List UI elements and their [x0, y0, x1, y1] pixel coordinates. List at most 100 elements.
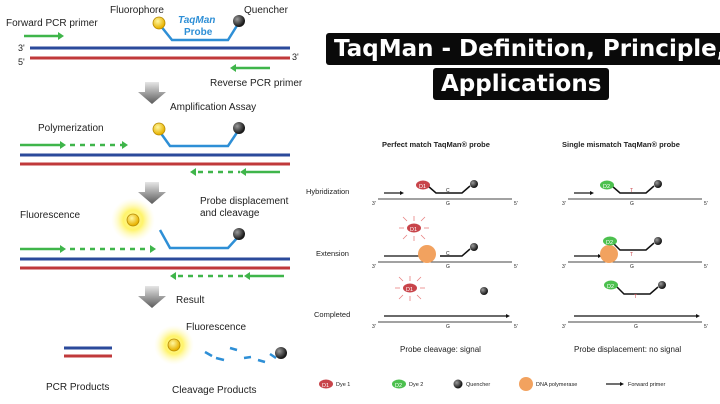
svg-text:Quencher: Quencher: [466, 382, 490, 388]
fluorescence-label-2: Fluorescence: [186, 322, 246, 333]
svg-text:G: G: [446, 324, 450, 330]
cleavage-products-label: Cleavage Products: [172, 385, 257, 396]
row-hybridization-label: Hybridization: [306, 187, 349, 196]
reverse-ext3-arrowhead: [170, 272, 176, 280]
svg-text:C: C: [446, 251, 450, 257]
svg-text:Dye 1: Dye 1: [336, 382, 350, 388]
svg-text:3': 3': [562, 324, 566, 330]
svg-text:T: T: [630, 252, 633, 258]
probe-fragments: [204, 346, 277, 364]
probe-strand-3: [158, 229, 239, 250]
polymerization-arrowhead: [60, 141, 66, 149]
result-fluorophore-icon: [167, 338, 181, 352]
fluorophore-icon: [152, 16, 166, 30]
legend: D1 Dye 1 D2 Dye 2 Quencher DNA polymeras…: [319, 377, 665, 391]
legend-dye2-icon: [392, 379, 406, 389]
svg-text:3': 3': [562, 264, 566, 270]
perfect-hybridization: 3' 5' D1 C G: [372, 180, 518, 207]
mismatch-header: Single mismatch TaqMan® probe: [562, 140, 680, 149]
svg-text:5': 5': [704, 201, 708, 207]
svg-text:T: T: [634, 294, 637, 300]
result-quencher-icon: [275, 347, 287, 359]
legend-dye1-icon: [319, 379, 333, 389]
pcr-products-label: PCR Products: [46, 382, 109, 393]
polymerase-icon: [418, 245, 436, 263]
forward-primer-arrowhead: [58, 32, 64, 40]
probe-strand: [159, 23, 240, 42]
reverse-primer3-arrowhead: [244, 272, 250, 280]
svg-text:5': 5': [514, 201, 518, 207]
svg-text:C: C: [446, 188, 450, 194]
svg-text:D1: D1: [410, 227, 417, 233]
strand-5prime-label: 5': [18, 57, 25, 67]
svg-text:5': 5': [704, 264, 708, 270]
taqman-probe-label-1: TaqMan: [178, 15, 215, 26]
svg-text:G: G: [446, 201, 450, 207]
svg-text:Dye 2: Dye 2: [409, 382, 423, 388]
svg-text:5': 5': [704, 324, 708, 330]
mismatch-completed: 3' 5' D2 T G: [562, 280, 708, 330]
extension-stage3-arrowhead: [150, 245, 156, 253]
fluorophore-icon-2: [152, 122, 166, 136]
svg-text:D1: D1: [419, 184, 426, 190]
strand-3prime-right-label: 3': [292, 52, 299, 62]
legend-polymerase-icon: [519, 377, 533, 391]
strand-3prime-label: 3': [18, 43, 25, 53]
perfect-footer: Probe cleavage: signal: [400, 345, 481, 354]
quencher-icon-3: [233, 228, 245, 240]
svg-text:DNA polymerase: DNA polymerase: [536, 382, 577, 388]
svg-text:D2: D2: [395, 383, 402, 389]
svg-text:G: G: [630, 201, 634, 207]
probe-displacement-label-2: and cleavage: [200, 208, 260, 219]
svg-text:D1: D1: [322, 383, 329, 389]
perfect-extension: 3' 5' D1 C G: [372, 216, 518, 270]
released-fluorophore-icon: [126, 213, 140, 227]
reverse-ext-arrowhead: [190, 168, 196, 176]
taqman-probe-label-2: Probe: [184, 27, 213, 38]
step-arrow-2-icon: [138, 182, 166, 204]
step-arrow-3-icon: [138, 286, 166, 308]
result-label: Result: [176, 295, 205, 306]
reverse-primer-label: Reverse PCR primer: [210, 78, 303, 89]
quencher-icon-2: [233, 122, 245, 134]
mismatch-hybridization: 3' 5' D2 T G: [562, 180, 708, 207]
mismatch-footer: Probe displacement: no signal: [574, 345, 681, 354]
svg-text:3': 3': [562, 201, 566, 207]
amplification-assay-label: Amplification Assay: [170, 102, 256, 113]
svg-text:3': 3': [372, 324, 376, 330]
fluorophore-label: Fluorophore: [110, 5, 164, 16]
forward-primer-label: Forward PCR primer: [6, 18, 98, 29]
reverse-primer-arrowhead-2: [240, 168, 246, 176]
svg-text:5': 5': [514, 324, 518, 330]
quencher-icon: [233, 15, 245, 27]
legend-quencher-icon: [453, 379, 463, 389]
svg-text:D2: D2: [607, 284, 614, 290]
polymerization-extension-arrowhead: [122, 141, 128, 149]
fluorescence-label-1: Fluorescence: [20, 210, 80, 221]
svg-text:D2: D2: [606, 240, 613, 246]
svg-text:D2: D2: [603, 184, 610, 190]
svg-text:T: T: [630, 188, 633, 194]
svg-text:G: G: [634, 324, 638, 330]
polymerization-label: Polymerization: [38, 123, 104, 134]
row-extension-label: Extension: [316, 249, 349, 258]
perfect-completed: 3' 5' D1 G: [372, 276, 518, 330]
svg-text:3': 3': [372, 201, 376, 207]
polymerase-icon-2: [600, 245, 618, 263]
title-banner: TaqMan - Definition, Principle, Applicat…: [326, 33, 720, 101]
legend-primer-icon: [620, 382, 624, 386]
reverse-primer-arrowhead: [230, 64, 236, 72]
svg-text:G: G: [446, 264, 450, 270]
row-completed-label: Completed: [314, 310, 350, 319]
primer-stage3-arrowhead: [60, 245, 66, 253]
quencher-label: Quencher: [244, 5, 289, 16]
title-line-1: TaqMan - Definition, Principle,: [326, 33, 720, 65]
svg-text:G: G: [630, 264, 634, 270]
step-arrow-1-icon: [138, 82, 166, 104]
svg-text:D1: D1: [406, 287, 413, 293]
svg-text:Forward primer: Forward primer: [628, 382, 665, 388]
svg-text:5': 5': [514, 264, 518, 270]
mismatch-extension: 3' 5' D2 T G: [562, 236, 708, 270]
perfect-match-header: Perfect match TaqMan® probe: [382, 140, 490, 149]
